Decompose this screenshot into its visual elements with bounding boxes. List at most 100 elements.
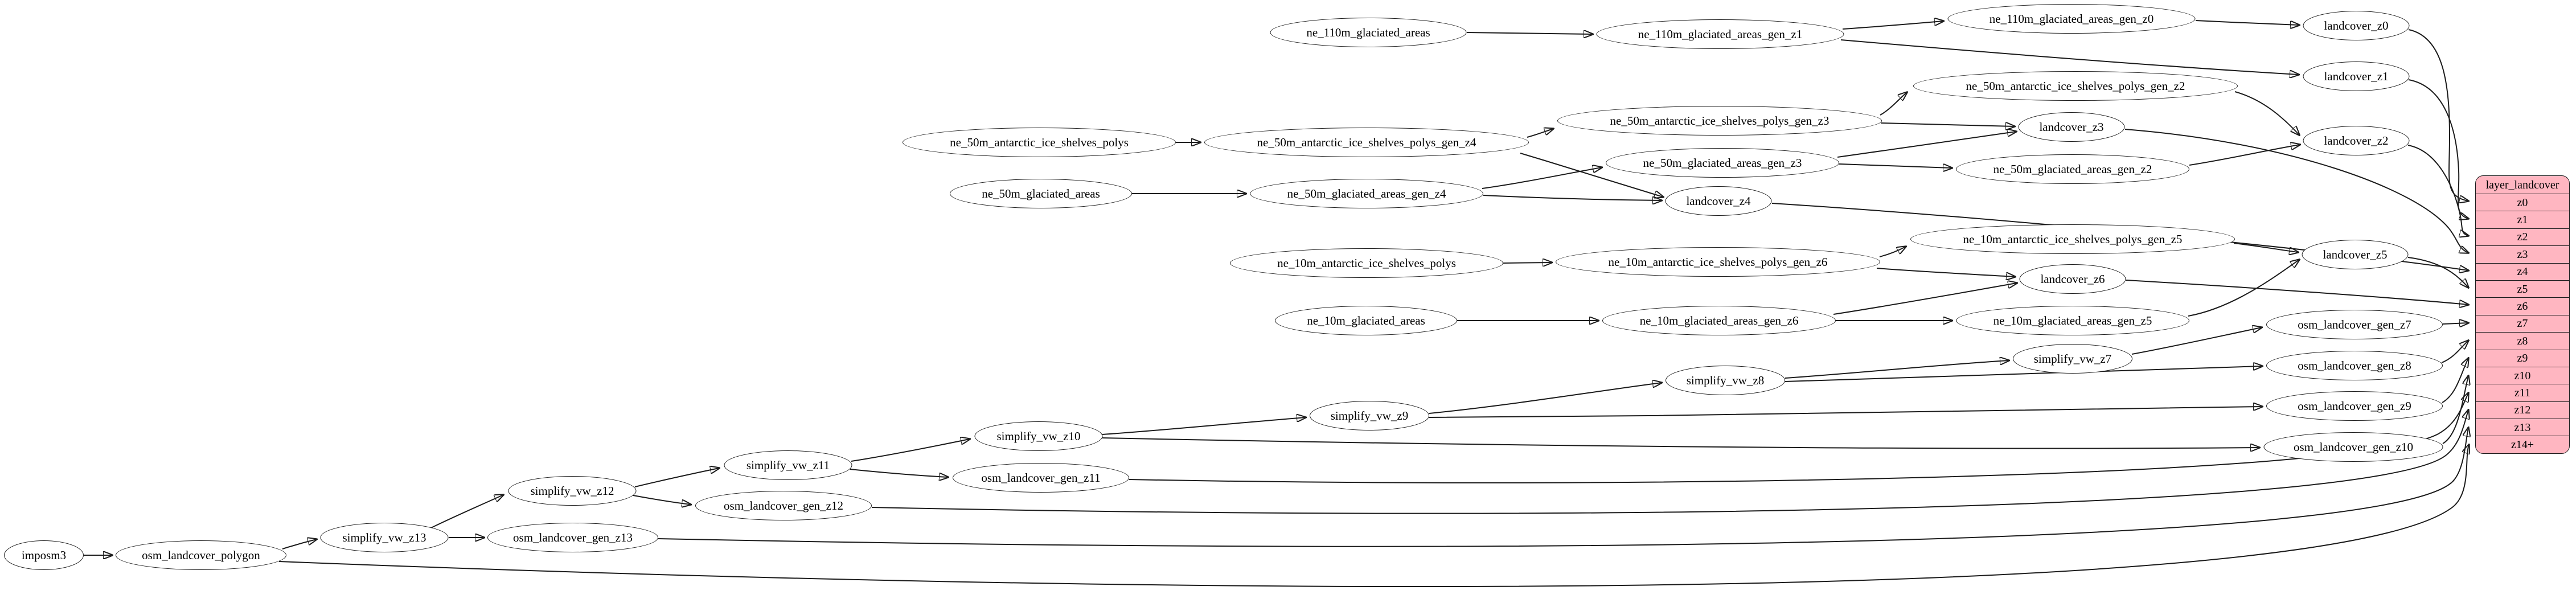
record-title: layer_landcover — [2485, 178, 2559, 191]
record-layer-landcover: layer_landcover z0 z1 z2 z3 z4 z5 z6 z7 … — [2475, 175, 2570, 454]
node-ne-110m-glaciated-areas-gen-z0: ne_110m_glaciated_areas_gen_z0 — [1947, 4, 2196, 34]
edge-osm_landcover_polygon-row_z14 — [278, 445, 2469, 588]
node-osm-landcover-polygon: osm_landcover_polygon — [116, 540, 286, 570]
record-row-z6: z6 — [2476, 297, 2569, 314]
node-osm-landcover-gen-z9: osm_landcover_gen_z9 — [2266, 391, 2443, 421]
record-row-z13: z13 — [2476, 419, 2569, 436]
record-row-z4: z4 — [2476, 263, 2569, 280]
edge-osm_landcover_polygon-simplify_vw_z13 — [282, 539, 317, 550]
edge-landcover_z0-row_z0 — [2408, 29, 2468, 201]
edge-ne_110m_gen_z1-gen_z0 — [1842, 21, 1943, 30]
record-row-z3: z3 — [2476, 245, 2569, 263]
edge-simplify_vw_z13-simplify_vw_z12 — [430, 495, 503, 528]
record-row-z1: z1 — [2476, 211, 2569, 228]
edge-ne_10m_ice_gen_z6-landcover_z6 — [1876, 268, 2015, 277]
edge-simplify_vw_z8-simplify_vw_z7 — [1785, 360, 2009, 379]
node-ne-50m-glaciated-areas-gen-z4: ne_50m_glaciated_areas_gen_z4 — [1250, 179, 1483, 208]
edge-ne_50m_ice_gen_z4-landcover_z4 — [1520, 153, 1663, 197]
record-row-z14plus: z14+ — [2476, 436, 2569, 453]
edge-ne_50m_glac_gen_z3-landcover_z3 — [1837, 132, 2016, 158]
edge-ne_50m_glac_gen_z2-landcover_z2 — [2189, 145, 2300, 166]
node-simplify-vw-z10: simplify_vw_z10 — [974, 421, 1103, 451]
edge-osm_gen_z7-row_z7 — [2442, 323, 2468, 324]
node-ne-10m-antarctic-ice-shelves-polys-gen-z6: ne_10m_antarctic_ice_shelves_polys_gen_z… — [1556, 247, 1880, 277]
node-ne-50m-antarctic-ice-shelves-polys-gen-z2: ne_50m_antarctic_ice_shelves_polys_gen_z… — [1913, 71, 2238, 101]
edge-ne_10m_ice_gen_z5-landcover_z5 — [2233, 243, 2298, 252]
edge-ne_50m_ice_gen_z3-landcover_z3 — [1880, 123, 2015, 126]
node-simplify-vw-z12: simplify_vw_z12 — [508, 476, 637, 506]
edge-simplify_vw_z8-osm_landcover_gen_z8 — [1785, 366, 2262, 382]
edge-ne_50m_glac_gen_z4-landcover_z4 — [1483, 195, 1662, 200]
record-row-z7: z7 — [2476, 314, 2569, 332]
edge-ne_10m_ice_gen_z6-gen_z5 — [1879, 247, 1906, 257]
edge-osm_gen_z10-row_z10 — [2442, 376, 2468, 444]
node-ne-10m-glaciated-areas: ne_10m_glaciated_areas — [1275, 306, 1457, 335]
edge-osm_gen_z8-row_z8 — [2441, 341, 2468, 363]
edge-ne_110m_glaciated_areas-gen_z1 — [1466, 32, 1593, 34]
edge-simplify_vw_z9-simplify_vw_z8 — [1429, 383, 1662, 414]
node-ne-50m-glaciated-areas-gen-z2: ne_50m_glaciated_areas_gen_z2 — [1956, 154, 2189, 184]
node-ne-110m-glaciated-areas-gen-z1: ne_110m_glaciated_areas_gen_z1 — [1596, 19, 1844, 49]
edge-ne_10m_glac_gen_z6-landcover_z6 — [1833, 283, 2017, 315]
edge-ne_50m_ice_gen_z3-gen_z2 — [1880, 92, 1907, 116]
edge-landcover_z2-row_z2 — [2407, 145, 2468, 236]
node-ne-50m-glaciated-areas: ne_50m_glaciated_areas — [950, 179, 1132, 208]
edge-simplify_vw_z10-simplify_vw_z9 — [1102, 417, 1306, 435]
node-imposm3: imposm3 — [4, 540, 84, 570]
record-row-z10: z10 — [2476, 366, 2569, 384]
edge-landcover_z6-row_z6 — [2126, 280, 2468, 305]
edge-group — [84, 20, 2469, 588]
edge-osm_gen_z11-row_z11 — [1129, 393, 2468, 483]
edge-ne_50m_ice_gen_z2-landcover_z2 — [2234, 91, 2299, 135]
node-ne-10m-antarctic-ice-shelves-polys-gen-z5: ne_10m_antarctic_ice_shelves_polys_gen_z… — [1910, 224, 2235, 254]
edge-simplify_vw_z11-osm_landcover_gen_z11 — [850, 469, 948, 477]
edge-simplify_vw_z9-osm_landcover_gen_z9 — [1429, 407, 2262, 418]
edge-ne_10m_glac_gen_z5-landcover_z5 — [2188, 260, 2299, 317]
edge-ne_110m_gen_z1-landcover_z1 — [1840, 39, 2299, 75]
node-osm-landcover-gen-z7: osm_landcover_gen_z7 — [2266, 310, 2443, 339]
node-landcover-z2: landcover_z2 — [2303, 126, 2410, 155]
edge-simplify_vw_z11-simplify_vw_z10 — [851, 439, 970, 462]
edge-simplify_vw_z12-osm_landcover_gen_z12 — [633, 495, 691, 505]
edge-ne_110m_gen_z0-landcover_z0 — [2195, 20, 2299, 25]
node-simplify-vw-z7: simplify_vw_z7 — [2013, 344, 2132, 374]
edge-ne_50m_ice_gen_z4-gen_z3 — [1527, 129, 1553, 138]
edge-simplify_vw_z7-osm_landcover_gen_z7 — [2131, 327, 2262, 355]
node-ne-110m-glaciated-areas: ne_110m_glaciated_areas — [1270, 18, 1467, 47]
node-ne-50m-antarctic-ice-shelves-polys-gen-z4: ne_50m_antarctic_ice_shelves_polys_gen_z… — [1204, 128, 1529, 157]
edge-landcover_z5-row_z5 — [2407, 257, 2468, 288]
node-ne-50m-antarctic-ice-shelves-polys: ne_50m_antarctic_ice_shelves_polys — [903, 128, 1176, 157]
node-osm-landcover-gen-z10: osm_landcover_gen_z10 — [2263, 432, 2443, 462]
node-ne-10m-glaciated-areas-gen-z5: ne_10m_glaciated_areas_gen_z5 — [1956, 306, 2189, 335]
node-ne-10m-antarctic-ice-shelves-polys: ne_10m_antarctic_ice_shelves_polys — [1230, 248, 1503, 278]
node-ne-10m-glaciated-areas-gen-z6: ne_10m_glaciated_areas_gen_z6 — [1602, 306, 1836, 335]
node-landcover-z1: landcover_z1 — [2303, 61, 2410, 91]
node-ne-50m-glaciated-areas-gen-z3: ne_50m_glaciated_areas_gen_z3 — [1606, 148, 1839, 178]
edge-simplify_vw_z12-simplify_vw_z11 — [634, 468, 719, 487]
node-osm-landcover-gen-z8: osm_landcover_gen_z8 — [2266, 351, 2443, 380]
record-row-z8: z8 — [2476, 332, 2569, 349]
edge-osm_gen_z13-row_z13 — [658, 428, 2468, 547]
edge-simplify_vw_z10-osm_landcover_gen_z10 — [1102, 437, 2259, 448]
node-landcover-z6: landcover_z6 — [2019, 264, 2126, 294]
node-landcover-z5: landcover_z5 — [2302, 240, 2409, 269]
record-row-z11: z11 — [2476, 384, 2569, 401]
edge-ne_50m_glac_gen_z4-gen_z3 — [1482, 167, 1602, 189]
node-landcover-z0: landcover_z0 — [2303, 11, 2410, 40]
record-row-z9: z9 — [2476, 349, 2569, 367]
node-osm-landcover-gen-z11: osm_landcover_gen_z11 — [953, 463, 1129, 493]
record-row-z5: z5 — [2476, 280, 2569, 297]
node-simplify-vw-z11: simplify_vw_z11 — [724, 450, 852, 480]
node-simplify-vw-z8: simplify_vw_z8 — [1666, 366, 1785, 395]
node-landcover-z4: landcover_z4 — [1665, 186, 1772, 216]
edge-ne_50m_glac_gen_z3-gen_z2 — [1839, 163, 1952, 168]
record-row-z12: z12 — [2476, 401, 2569, 419]
record-row-z0: z0 — [2476, 194, 2569, 211]
edge-osm_gen_z12-row_z12 — [871, 410, 2468, 514]
edge-osm_gen_z9-row_z9 — [2442, 358, 2468, 403]
node-landcover-z3: landcover_z3 — [2018, 112, 2125, 142]
node-osm-landcover-gen-z12: osm_landcover_gen_z12 — [695, 491, 872, 520]
node-simplify-vw-z13: simplify_vw_z13 — [320, 523, 449, 552]
